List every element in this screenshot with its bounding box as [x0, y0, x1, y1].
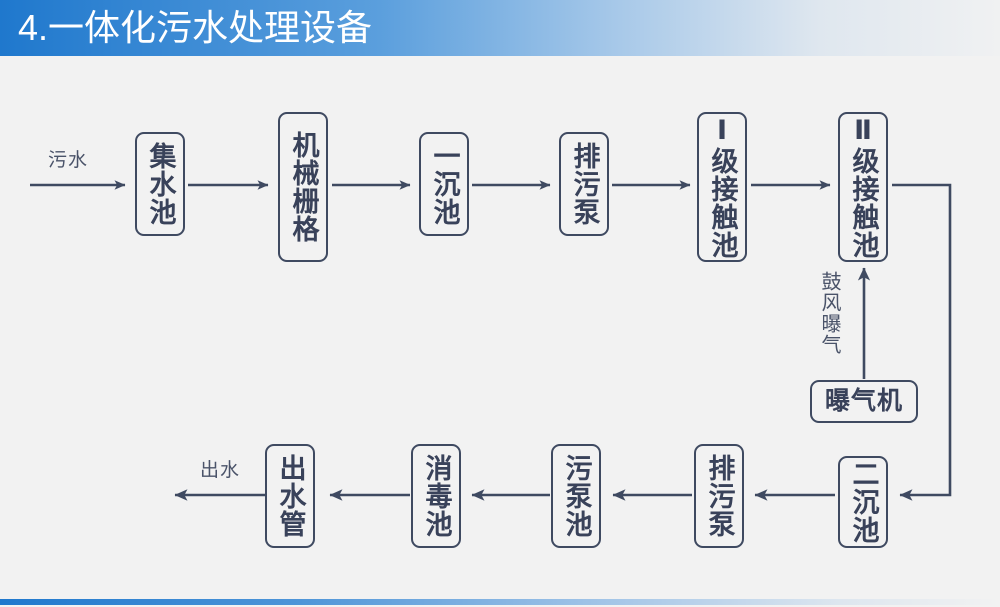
page-title: 4.一体化污水处理设备 [18, 7, 373, 48]
outlet-label: 出水 [200, 460, 241, 481]
header-bar: 4.一体化污水处理设备 [0, 0, 1000, 56]
process-flow-diagram: 污水 出水 鼓风曝气 集水池 机械栅格 一沉池 排污泵 Ⅰ级接触池 Ⅱ级接触池 … [0, 56, 1000, 599]
aeration-label: 鼓风曝气 [818, 271, 840, 355]
node-paiwubeng2[interactable]: 排污泵 [694, 444, 744, 548]
node-label: 机械栅格 [288, 131, 319, 243]
node-chushuiguan[interactable]: 出水管 [265, 444, 315, 548]
node-label: 二沉池 [848, 460, 879, 544]
node-paiwubeng1[interactable]: 排污泵 [559, 132, 609, 236]
node-erchenchi[interactable]: 二沉池 [838, 456, 888, 548]
node-label: 排污泵 [569, 142, 600, 226]
connector-layer [30, 180, 952, 501]
node-label: 排污泵 [704, 454, 735, 538]
node-label: 曝气机 [824, 387, 903, 415]
node-jiechuchi1[interactable]: Ⅰ级接触池 [697, 112, 747, 262]
node-jixieshange[interactable]: 机械栅格 [278, 112, 328, 262]
node-label: 出水管 [275, 454, 306, 538]
node-label: Ⅱ级接触池 [848, 115, 879, 259]
node-label: 集水池 [145, 142, 176, 226]
connector-jiechuchi2-erchenchi [892, 183, 952, 501]
node-wubengchi[interactable]: 污泵池 [551, 444, 601, 548]
node-baoqiji[interactable]: 曝气机 [810, 380, 918, 423]
node-yichenchi[interactable]: 一沉池 [419, 132, 469, 236]
node-xiaoduchi[interactable]: 消毒池 [411, 444, 461, 548]
node-label: 污泵池 [561, 454, 592, 538]
node-label: Ⅰ级接触池 [707, 115, 738, 259]
node-jiechuchi2[interactable]: Ⅱ级接触池 [838, 112, 888, 262]
node-label: 消毒池 [421, 454, 452, 538]
footer-bar [0, 599, 1000, 605]
node-jishuichi[interactable]: 集水池 [135, 132, 185, 236]
node-label: 一沉池 [429, 142, 460, 226]
inlet-label: 污水 [48, 150, 89, 171]
